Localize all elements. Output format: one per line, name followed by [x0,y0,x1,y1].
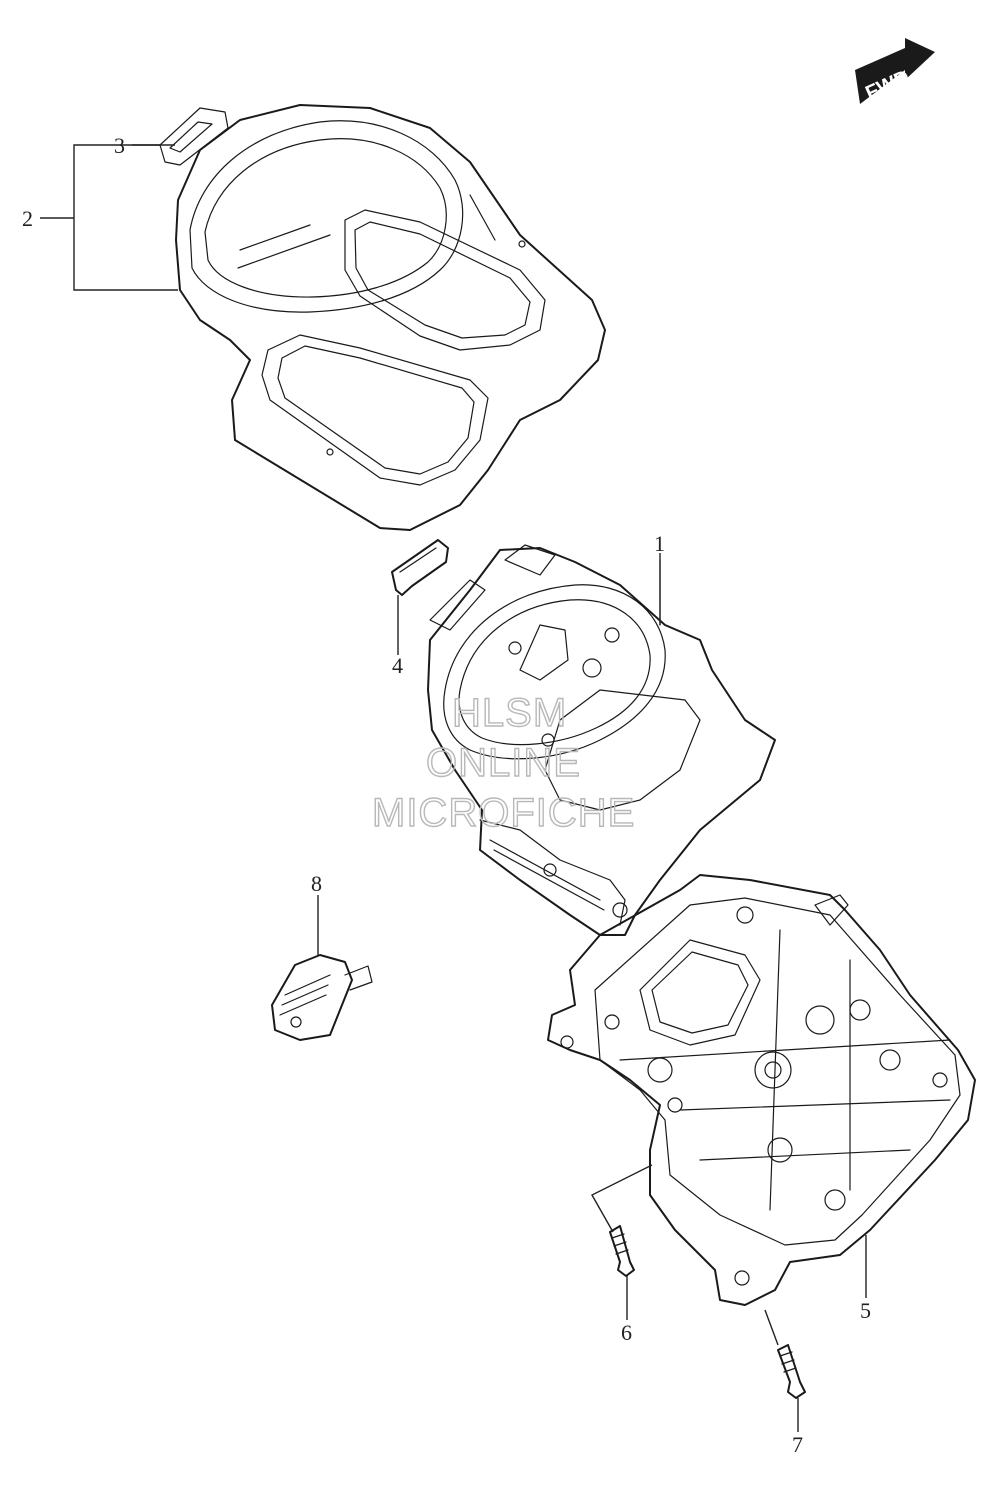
screw-6-part [609,1225,635,1277]
callout-1: 1 [654,531,665,556]
callout-labels: 1 2 3 4 5 6 7 8 [22,133,871,1457]
callout-2: 2 [22,206,33,231]
callout-6: 6 [621,1320,632,1345]
leader-lines [40,144,867,1432]
watermark-line-1: HLSM [452,691,567,735]
connector-part [271,954,373,1041]
leader-6 [591,1164,653,1320]
watermark-line-3: MICROFICHE [372,791,635,835]
meter-cover-part [547,874,976,1306]
fwd-arrow-icon: FWD [855,38,935,105]
screw-7-part [777,1344,806,1399]
watermark: HLSM ONLINE MICROFICHE [371,690,635,835]
leader-7 [764,1309,799,1432]
leader-2-bracket [73,144,178,291]
meter-case-part [159,104,606,531]
callout-7: 7 [792,1432,803,1457]
callout-3: 3 [114,133,125,158]
callout-4: 4 [392,653,403,678]
cushion-part [391,539,449,596]
callout-8: 8 [311,871,322,896]
callout-5: 5 [860,1298,871,1323]
watermark-line-2: ONLINE [426,741,581,785]
